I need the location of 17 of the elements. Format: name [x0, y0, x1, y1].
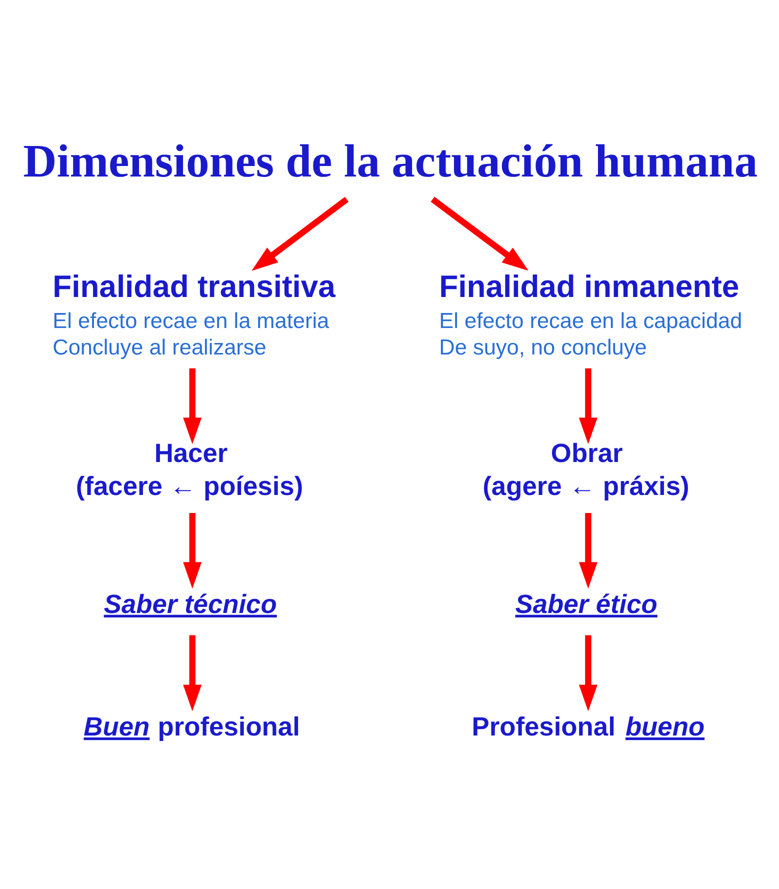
node-text: Profesional bueno — [472, 710, 705, 741]
node-text: Finalidad inmanente El efecto recae en la capacidad De suyo, no concluye — [439, 268, 742, 359]
arrow — [578, 512, 598, 588]
arrow — [183, 512, 202, 588]
arrow — [578, 368, 598, 444]
arrow — [183, 634, 202, 711]
arrow — [578, 634, 598, 711]
node-text: Hacer (facere ← poíesis) — [76, 438, 304, 500]
node-text: Saber técnico — [104, 588, 277, 618]
node-text: Dimensiones de la actuación humana — [23, 136, 758, 187]
node-text: Finalidad transitiva El efecto recae en la materia Concluye al realizarse — [52, 268, 336, 359]
arrow — [183, 368, 202, 444]
node-text: Buen profesional — [84, 710, 300, 741]
arrow — [430, 196, 528, 270]
node-text: Saber ético — [515, 588, 658, 618]
arrow — [252, 196, 349, 270]
node-text: Obrar (agere ← práxis) — [482, 438, 690, 500]
